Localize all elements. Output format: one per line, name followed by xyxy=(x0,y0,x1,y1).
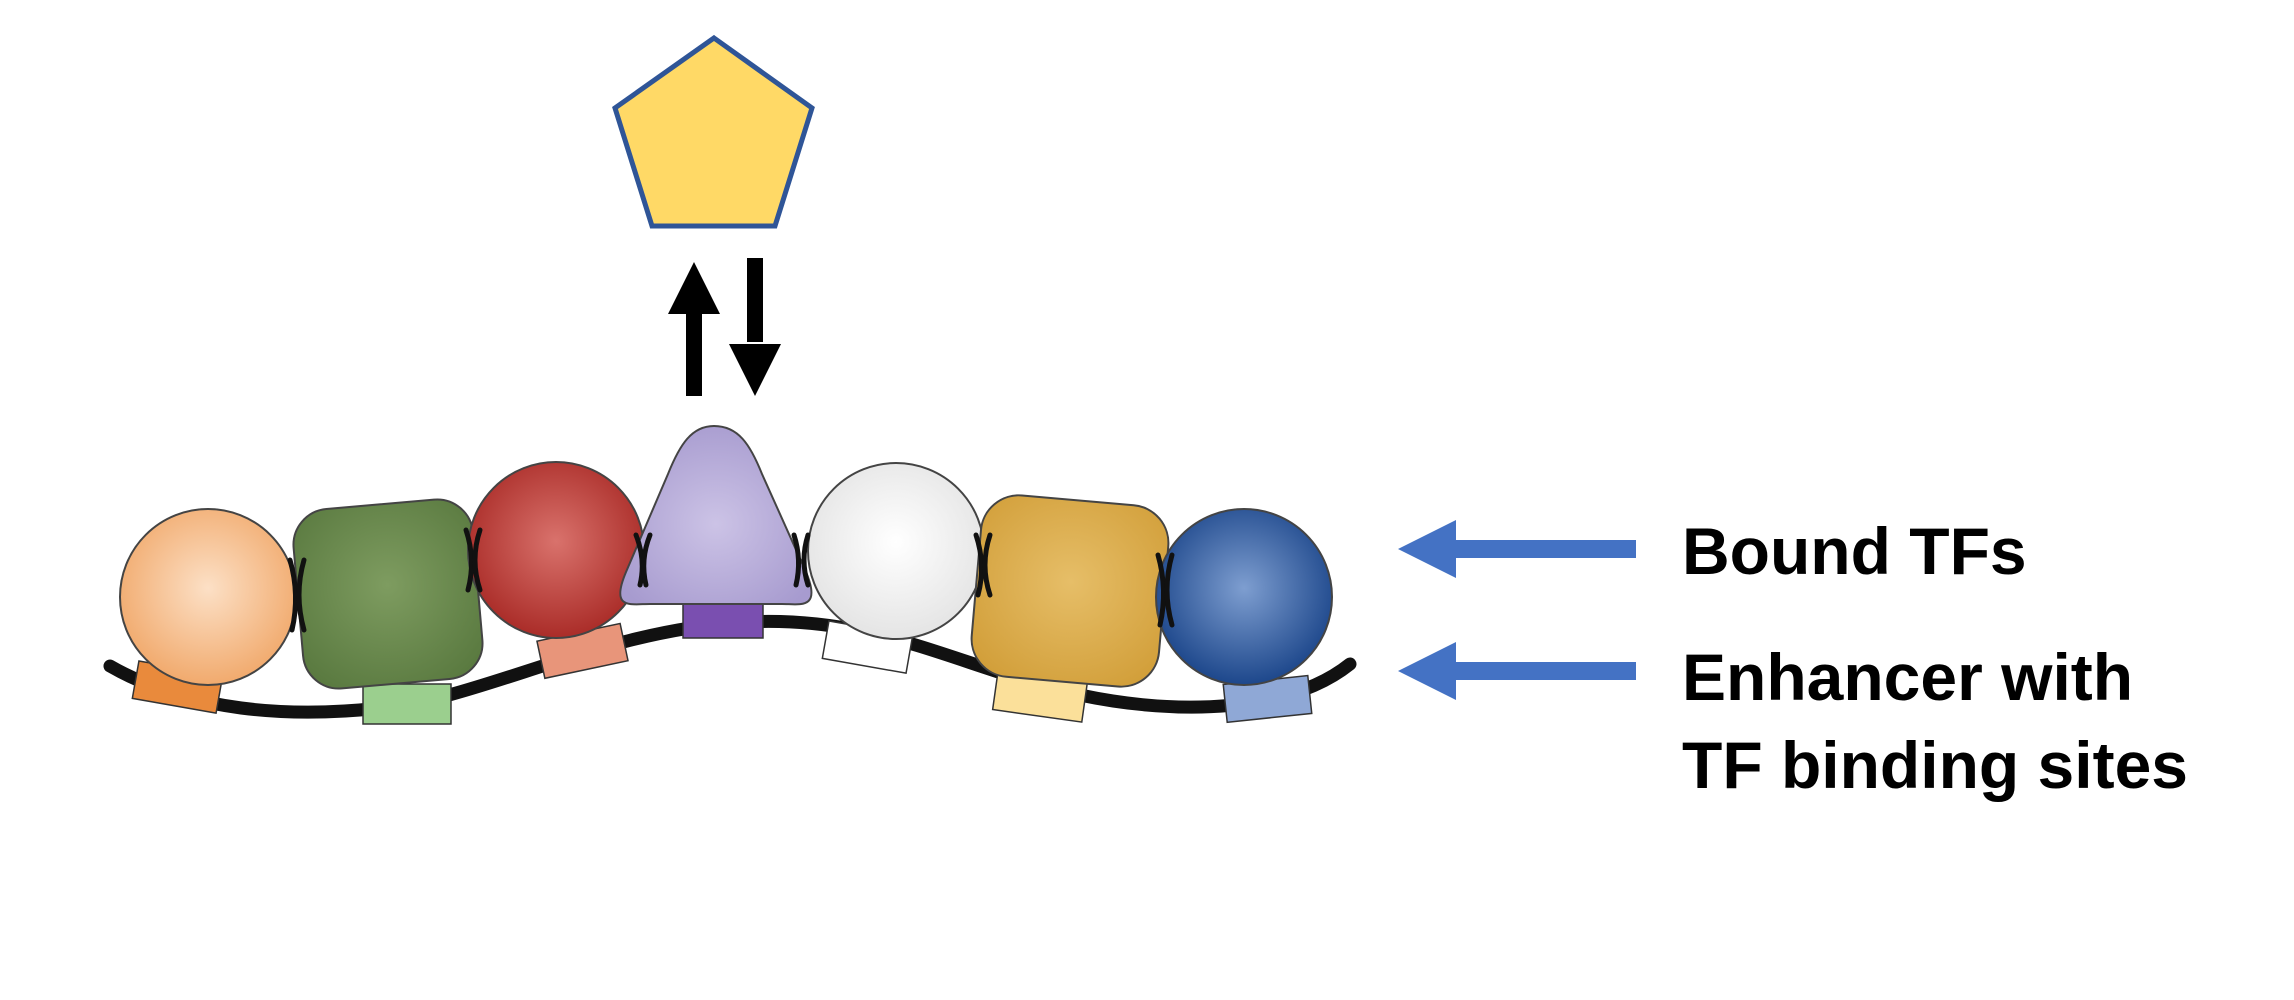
tf-green-rounded-square xyxy=(292,498,484,690)
reversible-binding-arrows xyxy=(668,258,781,396)
up-arrow xyxy=(668,262,720,396)
tf-white-circle xyxy=(807,462,985,640)
tf-orange-circle xyxy=(119,508,297,686)
bound-tfs-label: Bound TFs xyxy=(1682,514,2027,588)
down-arrow xyxy=(729,258,781,396)
tf-contact-marks xyxy=(287,527,1175,633)
enhancer-label-line1: Enhancer with xyxy=(1682,640,2133,714)
tf-red-circle xyxy=(467,461,645,639)
ligand-pentagon xyxy=(612,34,815,229)
bound-tfs-pointer-arrow xyxy=(1398,520,1636,578)
binding-site-purple xyxy=(682,601,764,639)
binding-site-green xyxy=(362,683,452,725)
tf-blue-circle xyxy=(1155,508,1333,686)
tf-purple-cone xyxy=(619,424,813,606)
enhancer-pointer-arrow xyxy=(1398,642,1636,700)
tf-gold-rounded-square xyxy=(970,494,1170,688)
enhancer-label-line2: TF binding sites xyxy=(1682,728,2188,802)
bound-tfs xyxy=(119,424,1333,690)
